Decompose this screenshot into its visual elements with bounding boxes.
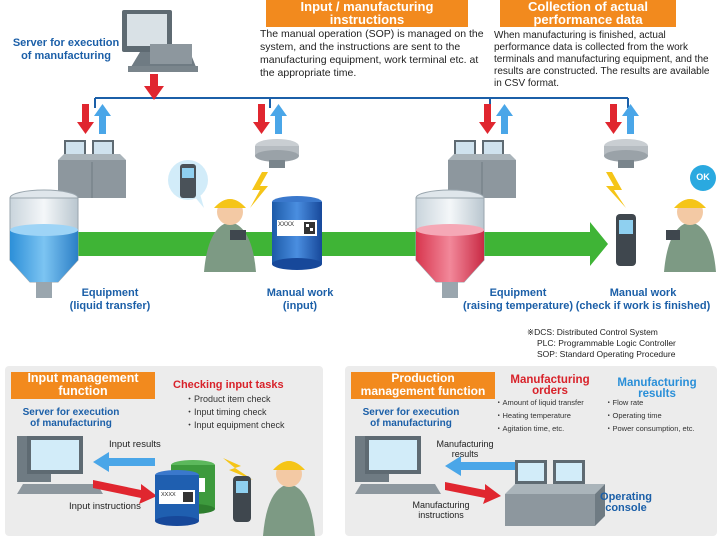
connection-lines (94, 97, 629, 108)
input-results-arrow (93, 452, 155, 472)
worker-figure-icon (664, 199, 716, 272)
check-item: ・Input timing check (185, 407, 267, 417)
operating-console-label: Operating console (600, 491, 652, 514)
order-item: ・Agitation time, etc. (495, 424, 565, 433)
wireless-signal-icon (250, 172, 268, 208)
ok-badge-label: OK (696, 172, 710, 182)
operating-console-icon (505, 460, 605, 526)
input-instructions-arrow (93, 480, 157, 504)
server-computer-icon (122, 10, 198, 72)
wireless-ap-icon (604, 139, 648, 168)
material-drum-icon (155, 470, 199, 526)
input-instructions-label: Input instructions (69, 501, 141, 512)
input-management-panel: Input management function Checking input… (5, 366, 323, 536)
wireless-signal-icon (606, 172, 626, 208)
production-management-graphics (355, 436, 605, 526)
abbreviation-note-dcs: ※DCS: Distributed Control System (527, 327, 658, 337)
collection-text: When manufacturing is finished, actual p… (494, 30, 710, 89)
material-drum-icon (272, 196, 322, 270)
manufacturing-results-title: Manufacturing results (617, 377, 697, 400)
wireless-signal-icon (223, 458, 253, 480)
input-management-graphics (17, 436, 315, 536)
abbreviation-note-sop: SOP: Standard Operating Procedure (537, 349, 676, 359)
server-down-arrow (144, 74, 164, 100)
server-label: Server for execution of manufacturing (362, 407, 460, 429)
result-item: ・Power consumption, etc. (605, 424, 695, 433)
step-label-raising-temperature: Equipment (raising temperature) (462, 287, 574, 312)
collection-header: Collection of actual performance data (500, 0, 676, 27)
control-console-icon (448, 140, 516, 198)
manufacturing-orders-title: Manufacturing orders (510, 374, 590, 397)
manufacturing-results-arrow (445, 456, 515, 476)
input-instructions-header: Input / manufacturing instructions (266, 0, 468, 27)
server-label: Server for execution of manufacturing (12, 37, 120, 62)
instruction-arrows (77, 104, 639, 134)
handheld-terminal-icon (168, 160, 208, 208)
server-computer-icon (17, 436, 103, 494)
control-console-icon (58, 140, 126, 198)
process-diagram (9, 10, 716, 298)
worker-figure-icon (263, 461, 315, 536)
drum-code-label: XXXX (278, 222, 295, 228)
server-computer-icon (355, 436, 441, 494)
step-label-input: Manual work (input) (266, 287, 334, 312)
check-item: ・Input equipment check (185, 420, 285, 430)
production-management-panel: Production management function Manufactu… (345, 366, 717, 536)
heating-tank-icon (415, 189, 485, 298)
ok-badge-icon (690, 165, 716, 191)
process-flow-arrow (60, 222, 608, 266)
manufacturing-instructions-label: Manufacturing instructions (412, 500, 470, 520)
abbreviation-note-plc: PLC: Programmable Logic Controller (537, 338, 676, 348)
input-results-label: Input results (109, 439, 161, 450)
step-label-liquid-transfer: Equipment (liquid transfer) (69, 287, 151, 312)
server-label: Server for execution of manufacturing (22, 407, 120, 429)
order-item: ・Amount of liquid transfer (495, 398, 584, 407)
input-instructions-text: The manual operation (SOP) is managed on… (260, 28, 484, 79)
liquid-tank-icon (9, 189, 79, 298)
worker-figure-icon (204, 199, 256, 272)
order-item: ・Heating temperature (495, 411, 571, 420)
handheld-terminal-icon (233, 476, 251, 522)
manufacturing-instructions-arrow (445, 482, 501, 504)
production-management-title: Production management function (351, 372, 495, 399)
check-item: ・Product item check (185, 394, 271, 404)
result-item: ・Operating time (605, 411, 662, 420)
result-item: ・Flow rate (605, 398, 644, 407)
checking-input-tasks-title: Checking input tasks (173, 379, 284, 391)
step-label-check-finished: Manual work (check if work is finished) (575, 287, 711, 312)
handheld-terminal-icon (616, 214, 636, 266)
drum-code-label: XXXX (161, 492, 176, 498)
wireless-ap-icon (255, 139, 299, 168)
manufacturing-results-label: Manufacturing results (436, 439, 494, 459)
input-management-title: Input management function (11, 372, 155, 399)
